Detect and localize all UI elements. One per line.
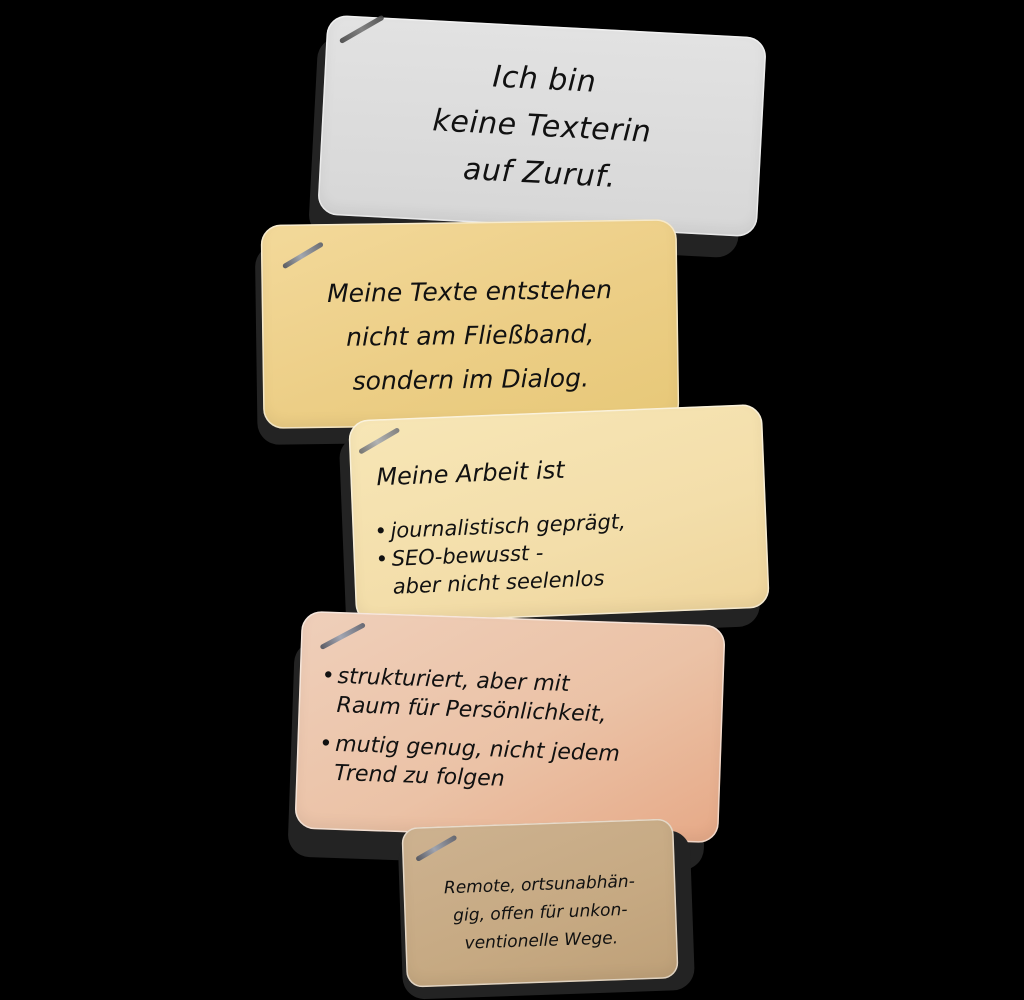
bullet-list: •journalistisch geprägt, •SEO-bewusst - … xyxy=(374,507,628,601)
pin-icon xyxy=(338,14,385,44)
note-card-5: Remote, ortsunabhän- gig, offen für unko… xyxy=(397,818,696,1000)
pin-icon xyxy=(319,622,366,651)
sticky-note-taupe: Remote, ortsunabhän- gig, offen für unko… xyxy=(401,818,679,988)
bullet-icon: • xyxy=(374,518,388,544)
note-card-3: Meine Arbeit ist •journalistisch geprägt… xyxy=(338,403,770,643)
note-heading: Meine Arbeit ist xyxy=(375,455,566,492)
note-line: Meine Texte entstehen xyxy=(326,275,613,308)
pin-icon xyxy=(281,241,324,270)
note-text: Meine Texte entstehen nicht am Fließband… xyxy=(261,267,679,405)
note-text: Remote, ortsunabhän- gig, offen für unko… xyxy=(403,866,678,959)
bullet-list: •strukturiert, aber mit Raum für Persönl… xyxy=(318,661,623,797)
note-line: sondern im Dialog. xyxy=(352,363,590,396)
bullet-icon: • xyxy=(318,731,333,757)
sticky-note-gold: Meine Texte entstehen nicht am Fließband… xyxy=(260,219,680,429)
sticky-note-peach: •strukturiert, aber mit Raum für Persönl… xyxy=(294,610,726,844)
note-card-4: •strukturiert, aber mit Raum für Persönl… xyxy=(287,610,726,871)
note-card-1: Ich bin keine Texterin auf Zuruf. xyxy=(307,14,767,259)
bullet-icon: • xyxy=(321,663,336,689)
pin-icon xyxy=(358,427,401,455)
note-card-2: Meine Texte entstehen nicht am Fließband… xyxy=(254,219,680,445)
sticky-note-gray: Ich bin keine Texterin auf Zuruf. xyxy=(317,14,767,238)
pin-icon xyxy=(415,834,458,862)
note-line: nicht am Fließband, xyxy=(345,319,595,352)
note-text: Ich bin keine Texterin auf Zuruf. xyxy=(319,45,766,209)
bullet-icon: • xyxy=(375,546,389,572)
sticky-note-cream: Meine Arbeit ist •journalistisch geprägt… xyxy=(348,403,770,625)
